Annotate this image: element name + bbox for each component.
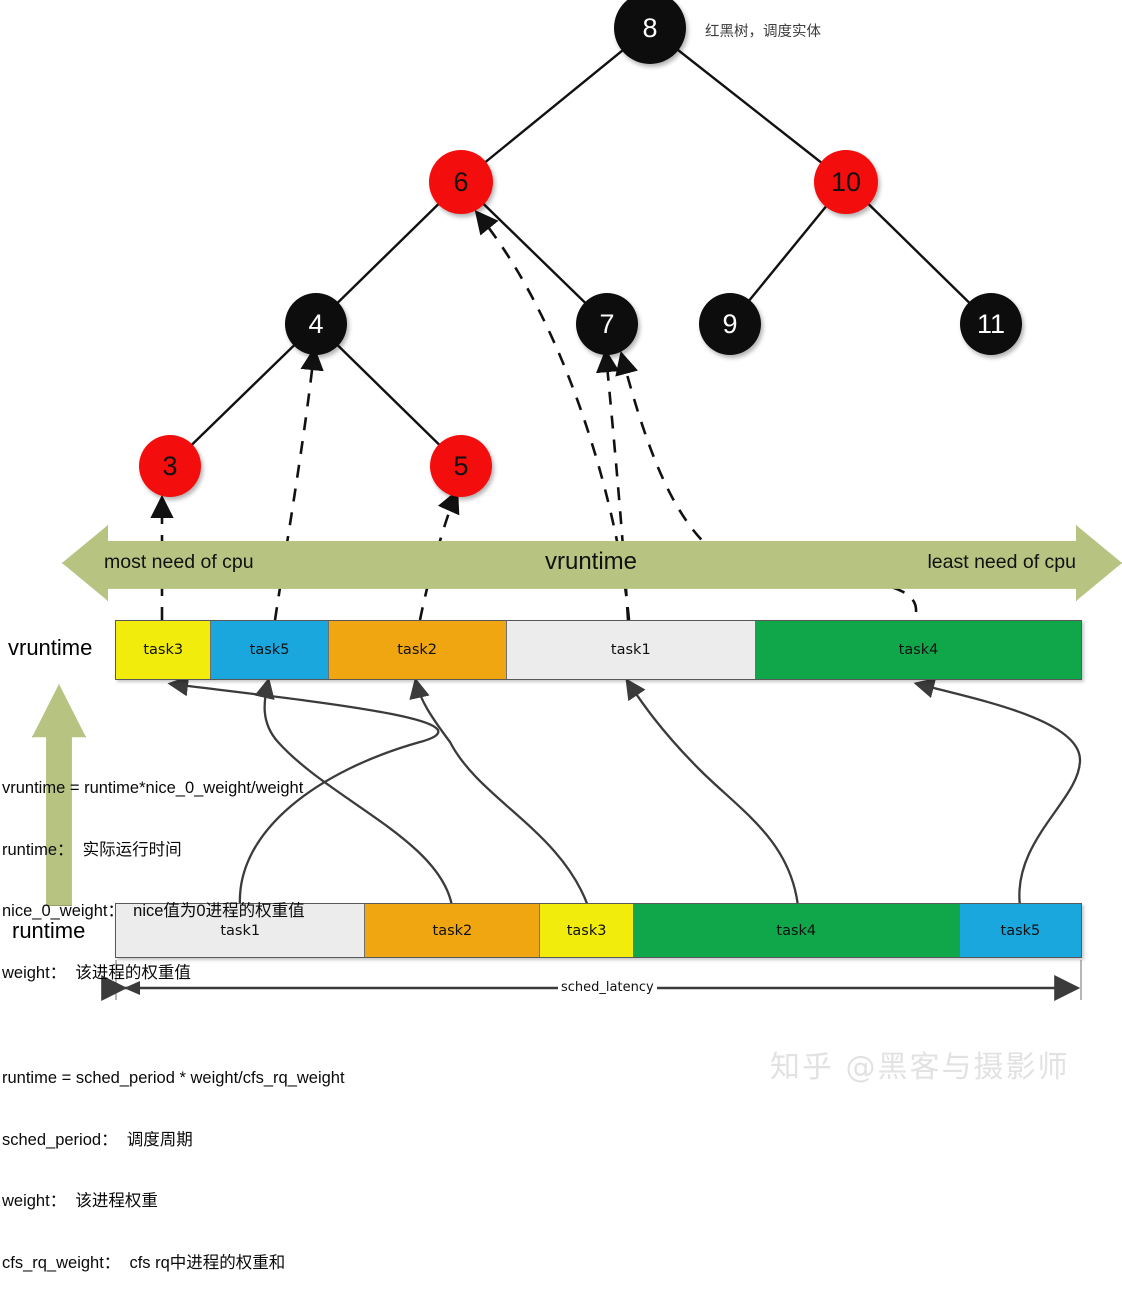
tree-node-label: 4 (308, 308, 324, 339)
bar-segment-label: task2 (432, 922, 473, 939)
curve-task1-runtime-to-vruntime (167, 675, 440, 907)
bar-segment-label: task5 (1000, 922, 1041, 939)
tree-node-10[interactable]: 10 (814, 150, 878, 214)
bar-segment-task1[interactable]: task1 (116, 904, 366, 957)
bar-segment-task2[interactable]: task2 (328, 621, 507, 679)
vruntime-formula-line-4: weight： 该进程的权重值 (2, 963, 191, 982)
curve-task2-runtime-to-vruntime (254, 677, 454, 907)
tree-node-label: 11 (976, 308, 1006, 339)
tree-edge-8-10 (649, 27, 847, 183)
vruntime-bar: task3 task5 task2 task1 task4 (115, 620, 1082, 680)
tree-node-3[interactable]: 3 (139, 435, 201, 497)
tree-edge-8-6 (460, 27, 651, 183)
axis-label-vruntime: vruntime (544, 548, 638, 575)
axis-label-least-need: least need of cpu (927, 550, 1076, 573)
tree-node-6[interactable]: 6 (429, 150, 493, 214)
bar-segment-label: task3 (143, 642, 184, 658)
bar-segment-task4[interactable]: task4 (756, 621, 1081, 679)
tree-node-5[interactable]: 5 (430, 435, 492, 497)
axis-label-most-need: most need of cpu (104, 550, 254, 573)
tree-node-9[interactable]: 9 (699, 293, 761, 355)
runtime-formula-line-2: sched_period： 调度周期 (2, 1130, 193, 1149)
tree-node-label: 5 (453, 450, 469, 481)
vruntime-row-label: vruntime (8, 635, 93, 660)
diagram-canvas: 8 6 10 4 7 9 11 3 5 红黑树，调度实体 most need o… (2, 0, 1122, 1272)
bar-segment-task1[interactable]: task1 (506, 621, 757, 679)
bar-segment-label: task4 (898, 642, 939, 658)
tree-edge-10-11 (845, 181, 992, 325)
runtime-formula-line-4: cfs_rq_weight： cfs rq中进程的权重和 (2, 1253, 286, 1272)
tree-node-label: 8 (642, 12, 658, 43)
tree-edge-4-5 (315, 323, 462, 467)
tree-node-label: 9 (722, 308, 738, 339)
watermark: 知乎 @黑客与摄影师 (770, 1050, 1070, 1085)
tree-node-label: 6 (453, 166, 469, 197)
tree-node-label: 3 (162, 450, 178, 481)
dashed-task4-to-node7 (615, 350, 918, 613)
bar-segment-task5[interactable]: task5 (959, 904, 1082, 957)
bar-segment-label: task4 (776, 922, 817, 939)
tree-node-7[interactable]: 7 (576, 293, 638, 355)
vruntime-formula-block: vruntime = runtime*nice_0_weight/weight … (2, 737, 305, 1024)
bar-segment-label: task1 (220, 922, 261, 939)
vruntime-formula-line-1: vruntime = runtime*nice_0_weight/weight (2, 779, 304, 797)
curve-task5-runtime-to-vruntime (913, 677, 1082, 907)
runtime-formula-line-1: runtime = sched_period * weight/cfs_rq_w… (2, 1069, 345, 1087)
bar-segment-label: task3 (566, 922, 607, 939)
vruntime-axis-band: most need of cpu vruntime least need of … (62, 525, 1120, 599)
runtime-bar: task1 task2 task3 task4 task5 (115, 903, 1082, 958)
dashed-task1-to-node6 (474, 209, 631, 621)
dashed-task5-to-node4 (273, 346, 324, 621)
bar-segment-label: task1 (610, 642, 651, 658)
runtime-formula-line-3: weight： 该进程权重 (2, 1192, 158, 1210)
tree-node-4[interactable]: 4 (285, 293, 347, 355)
tree-caption: 红黑树，调度实体 (705, 24, 821, 40)
bar-segment-task3[interactable]: task3 (116, 621, 212, 679)
bar-segment-label: task5 (249, 642, 290, 658)
bar-segment-task2[interactable]: task2 (365, 904, 541, 957)
runtime-row-label: runtime (12, 918, 86, 943)
tree-edge-6-7 (460, 181, 608, 325)
bar-segment-task3[interactable]: task3 (540, 904, 634, 957)
curve-task3-runtime-to-vruntime (409, 677, 590, 907)
dashed-task1-to-node7 (595, 348, 630, 621)
vruntime-formula-line-2: runtime： 实际运行时间 (2, 840, 182, 859)
tree-node-11[interactable]: 11 (960, 293, 1022, 355)
tree-edge-6-4 (315, 181, 462, 325)
tree-node-label: 10 (830, 166, 862, 197)
tree-edge-4-3 (169, 323, 317, 467)
bar-segment-label: task2 (397, 642, 437, 658)
tree-node-label: 7 (599, 308, 615, 339)
runtime-to-vruntime-arrows (167, 675, 1082, 907)
bar-segment-task5[interactable]: task5 (211, 621, 329, 679)
vruntime-formula-line-3: nice_0_weight： nice值为0进程的权重值 (2, 902, 305, 920)
runtime-formula-block: runtime = sched_period * weight/cfs_rq_w… (2, 1027, 345, 1314)
sched-latency-label: sched_latency (558, 980, 657, 995)
curve-task4-runtime-to-vruntime (625, 678, 800, 907)
bar-segment-task4[interactable]: task4 (633, 904, 960, 957)
tree-node-8[interactable]: 8 (614, 0, 686, 64)
